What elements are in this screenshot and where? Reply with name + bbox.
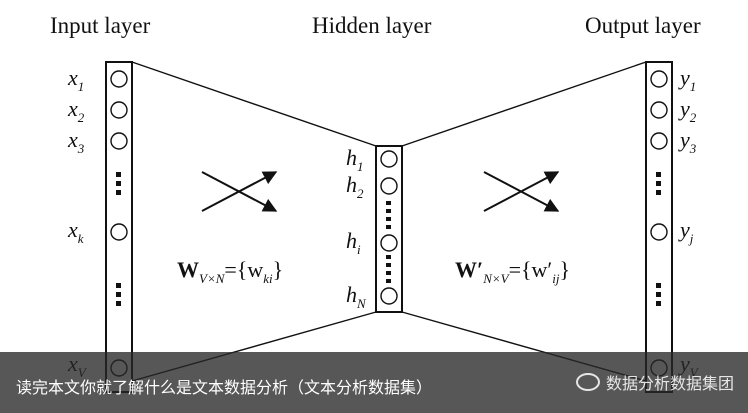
weight-formula-hidden-output: W′N×V={w′ij}: [455, 257, 571, 286]
output-node: [650, 70, 668, 88]
hidden-ellipsis-lower: [386, 255, 391, 283]
output-label: yj: [680, 217, 694, 247]
output-ellipsis-lower: [656, 283, 661, 306]
input-node: [110, 223, 128, 241]
hidden-label: h2: [346, 172, 364, 202]
output-node: [650, 132, 668, 150]
hidden-node: [380, 177, 398, 195]
watermark-text: 数据分析数据集团: [605, 374, 734, 393]
output-layer-title: Output layer: [585, 13, 701, 38]
connector-top-left: [131, 61, 377, 147]
hidden-node: [380, 287, 398, 305]
wechat-icon: [575, 373, 600, 391]
hidden-layer-box: [375, 145, 403, 313]
output-node: [650, 223, 668, 241]
watermark: 数据分析数据集团: [575, 370, 734, 394]
caption-bar: 读完本文你就了解什么是文本数据分析（文本分析数据集） 数据分析数据集团: [0, 352, 748, 413]
output-layer-box: [645, 61, 673, 393]
connector-top-right: [401, 61, 647, 147]
input-ellipsis-upper: [116, 172, 121, 195]
input-layer-box: [105, 61, 133, 393]
hidden-node: [380, 234, 398, 252]
hidden-label: hi: [346, 228, 361, 258]
right-crossing-arrows: [483, 171, 560, 212]
input-label: x2: [68, 96, 85, 126]
input-label: x3: [68, 127, 85, 157]
hidden-label: hN: [346, 282, 366, 312]
output-ellipsis-upper: [656, 172, 661, 195]
output-label: y2: [680, 96, 697, 126]
input-layer-title: Input layer: [50, 13, 151, 38]
output-node: [650, 101, 668, 119]
input-label: xk: [68, 217, 84, 247]
input-ellipsis-lower: [116, 283, 121, 306]
output-label: y3: [680, 127, 697, 157]
input-node: [110, 70, 128, 88]
input-label: x1: [68, 65, 85, 95]
weight-formula-input-hidden: WV×N={wki}: [177, 257, 284, 286]
output-label: y1: [680, 65, 697, 95]
hidden-layer-title: Hidden layer: [312, 13, 432, 38]
input-node: [110, 132, 128, 150]
input-node: [110, 101, 128, 119]
hidden-node: [380, 150, 398, 168]
hidden-label: h1: [346, 145, 364, 175]
caption-text: 读完本文你就了解什么是文本数据分析（文本分析数据集）: [16, 378, 433, 397]
hidden-ellipsis-upper: [386, 201, 391, 229]
left-crossing-arrows: [201, 171, 278, 212]
